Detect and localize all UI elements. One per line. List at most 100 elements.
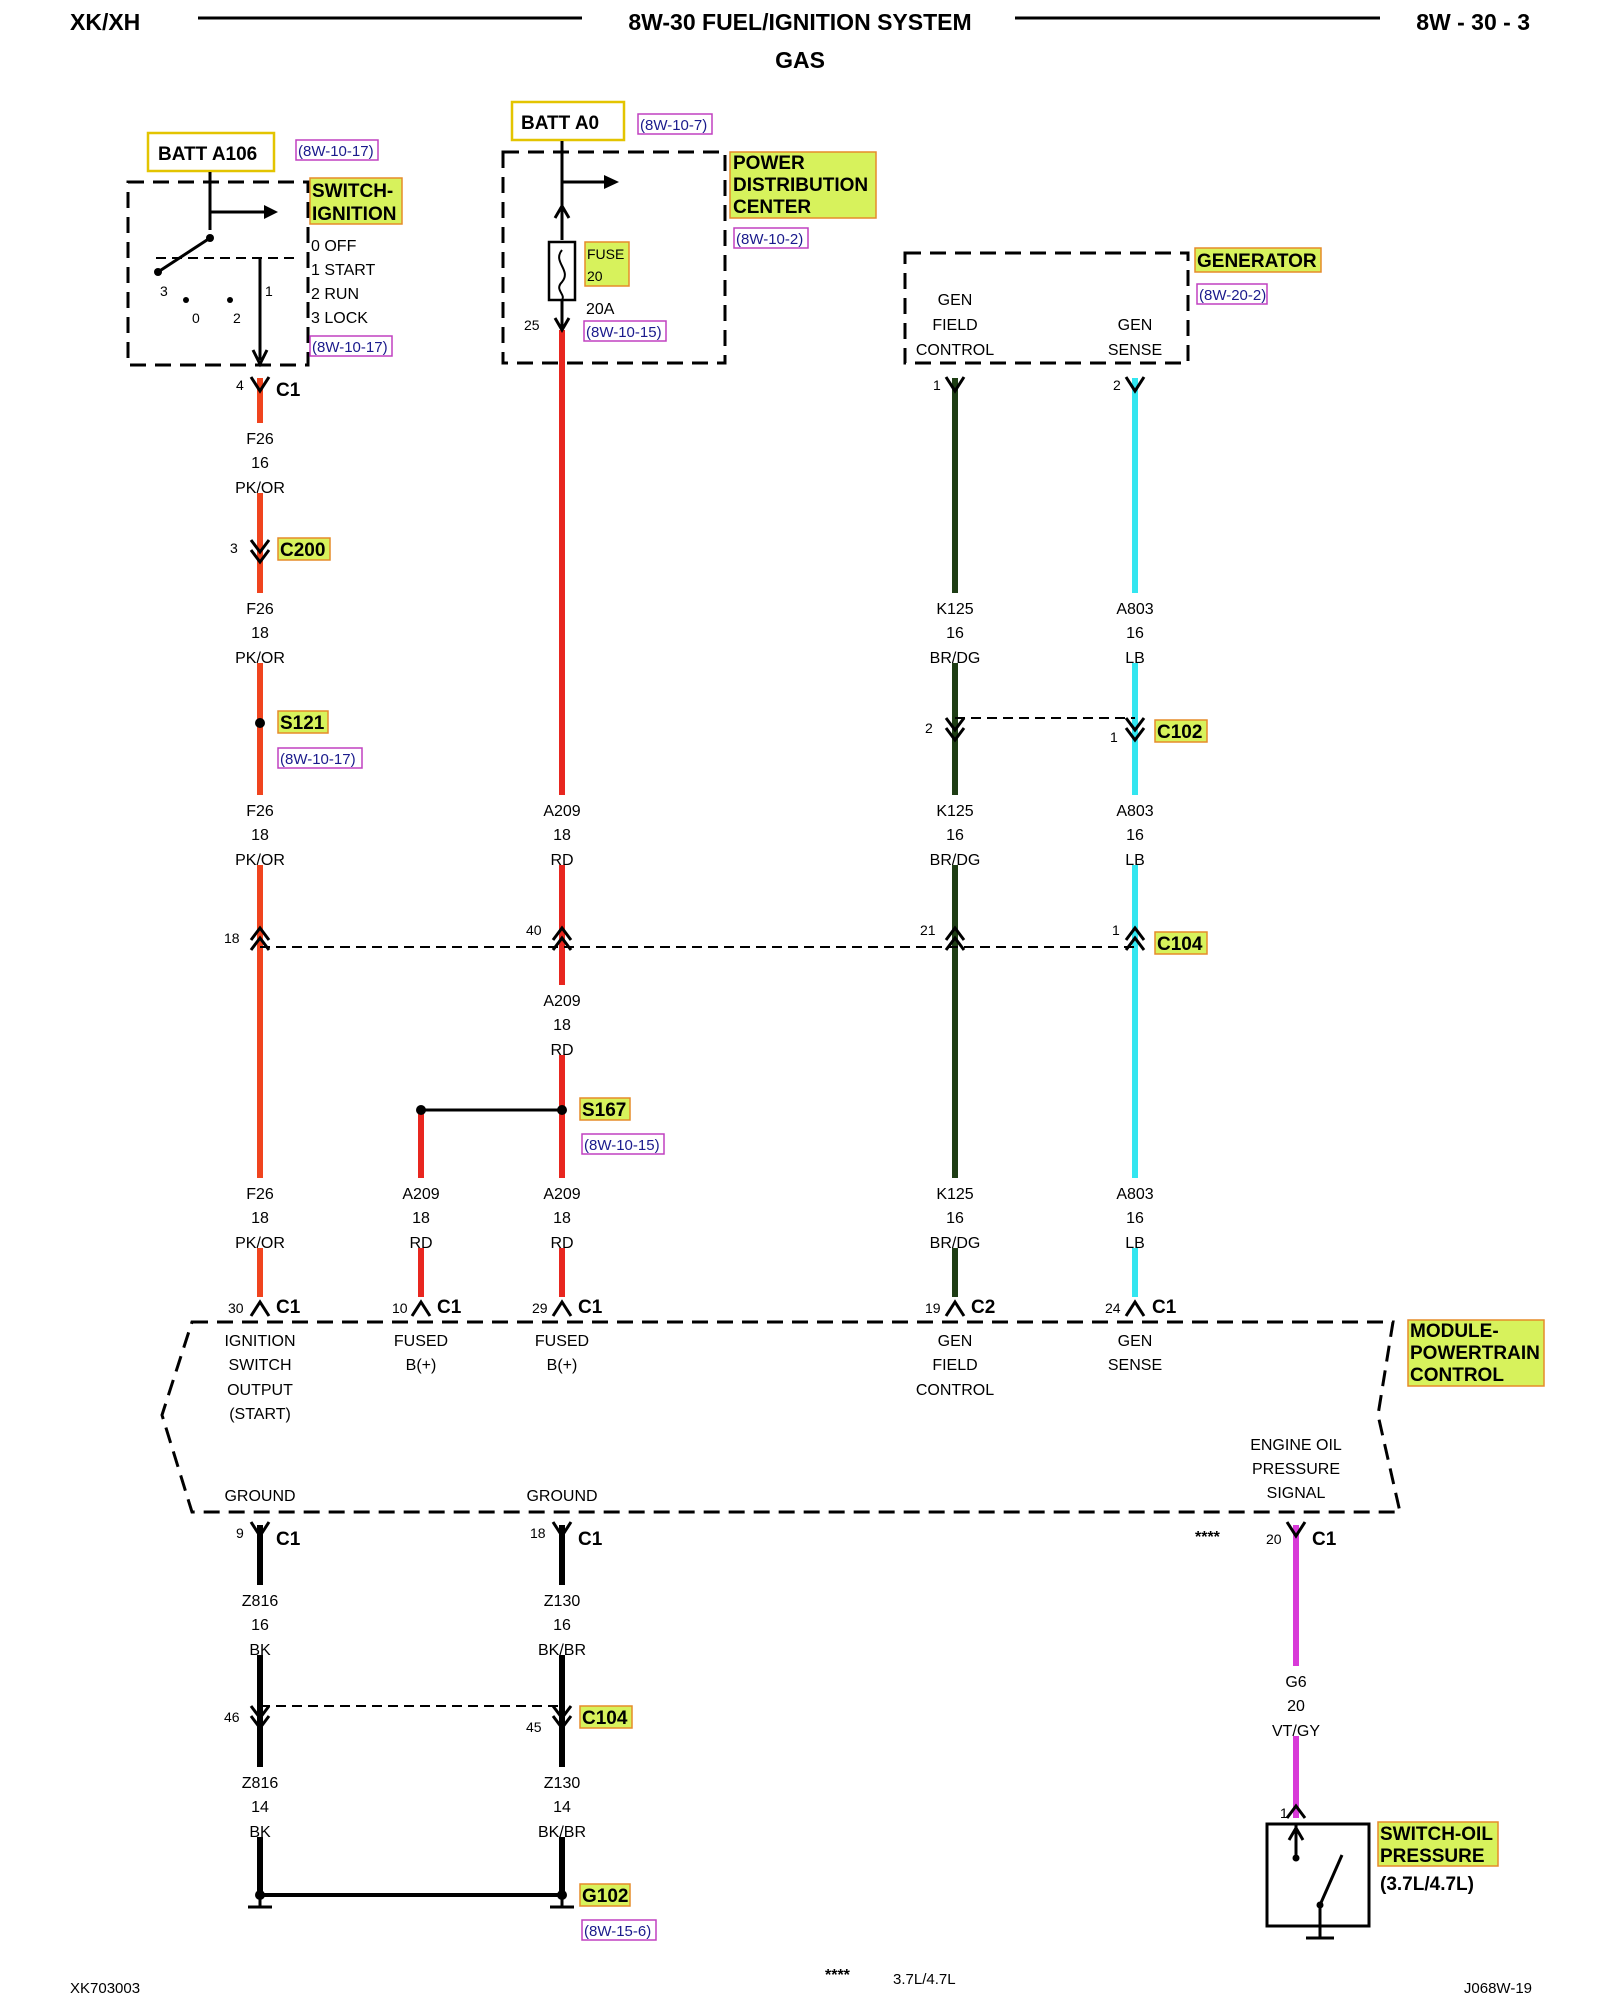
z130-2-color: BK/BR	[538, 1824, 586, 1841]
module-powertrain-control: MODULE- POWERTRAIN CONTROL IGNITION SWIT…	[160, 1319, 1545, 1514]
fuse-ref[interactable]: (8W-10-15)	[586, 324, 662, 341]
a209-2-color: RD	[550, 1042, 573, 1059]
oil-switch-pin: 1	[1280, 1805, 1288, 1821]
pcm-c1-b: C1	[437, 1297, 462, 1318]
switch-ignition-name-1: SWITCH-	[312, 181, 393, 202]
pcm-pin-18: 18	[530, 1525, 546, 1541]
f26-4-circuit: F26	[246, 1186, 274, 1203]
f26-4-color: PK/OR	[235, 1235, 285, 1252]
pcm-fused1-1: FUSED	[394, 1333, 448, 1350]
f26-1-circuit: F26	[246, 431, 274, 448]
s121-ref[interactable]: (8W-10-17)	[280, 751, 356, 768]
switch-dial-3: 3	[160, 283, 168, 299]
c102-pin-b: 1	[1110, 729, 1118, 745]
power-distribution-center: BATT A0 (8W-10-7) FUSE 20 20A 25 (8W-10-…	[501, 100, 877, 365]
a209-1-circuit: A209	[543, 803, 580, 820]
pcm-c1-d: C1	[1152, 1297, 1177, 1318]
pcm-pin-30: 30	[228, 1300, 244, 1316]
f26-4-gauge: 18	[251, 1210, 269, 1227]
fuse-amperage: 20A	[586, 301, 615, 318]
pcm-oil-1: ENGINE OIL	[1250, 1437, 1342, 1454]
pcm-ground-2: GROUND	[526, 1488, 597, 1505]
a209-4-circuit: A209	[543, 1186, 580, 1203]
a803-1-gauge: 16	[1126, 625, 1144, 642]
k125-1-color: BR/DG	[930, 650, 981, 667]
pcm-fused2-1: FUSED	[535, 1333, 589, 1350]
label-masks	[228, 423, 1330, 1837]
batt-a106-box	[146, 131, 276, 173]
pcm-c1-f: C1	[578, 1529, 603, 1550]
connector-c104-upper: 18 40 21 1 C104	[224, 922, 1208, 955]
connector-c102: 2 1 C102	[925, 717, 1208, 745]
f26-3-gauge: 18	[251, 827, 269, 844]
switch-dial-1: 1	[265, 283, 273, 299]
c104-pin-1: 1	[1112, 922, 1120, 938]
z130-1-color: BK/BR	[538, 1642, 586, 1659]
generator-ref[interactable]: (8W-20-2)	[1199, 287, 1266, 304]
a803-2-circuit: A803	[1116, 803, 1153, 820]
batt-a106-ref[interactable]: (8W-10-17)	[298, 143, 374, 160]
switch-dial-0: 0	[192, 310, 200, 326]
pcm-ign-4: (START)	[229, 1406, 291, 1423]
generator: GEN FIELD CONTROL GEN SENSE GENERATOR (8…	[903, 247, 1322, 365]
batt-a106-label: BATT A106	[158, 144, 257, 165]
pcm-top-connectors: 30 C1 10 C1 29 C1 19 C2 24 C1	[228, 1297, 1177, 1318]
a209-1-color: RD	[550, 852, 573, 869]
k125-3-circuit: K125	[936, 1186, 973, 1203]
splice-s167: S167 (8W-10-15)	[416, 1097, 665, 1155]
switch-oil-pressure: 1 SWITCH-OIL PRESSURE (3.7L/4.7L)	[1265, 1803, 1499, 1940]
switch-pos-2: 2 RUN	[311, 286, 359, 303]
c104-pin-46: 46	[224, 1709, 240, 1725]
fuse-20-symbol	[547, 240, 577, 302]
z816-1-color: BK	[249, 1642, 271, 1659]
g102-ref[interactable]: (8W-15-6)	[584, 1923, 651, 1940]
a209-2-circuit: A209	[543, 993, 580, 1010]
batt-a0-ref[interactable]: (8W-10-7)	[640, 117, 707, 134]
pcm-genfield-2: FIELD	[932, 1357, 977, 1374]
g6-gauge: 20	[1287, 1698, 1305, 1715]
c104-lower-name: C104	[582, 1708, 628, 1729]
a209-1-gauge: 18	[553, 827, 571, 844]
pcm-ground-1: GROUND	[224, 1488, 295, 1505]
a803-2-color: LB	[1125, 852, 1145, 869]
a803-2-gauge: 16	[1126, 827, 1144, 844]
pcm-c1-a: C1	[276, 1297, 301, 1318]
f26-1-gauge: 16	[251, 455, 269, 472]
sw-c1-pin: 4	[236, 377, 244, 393]
c102-pin-a: 2	[925, 720, 933, 736]
fuse-label-1: FUSE	[587, 246, 624, 262]
f26-2-color: PK/OR	[235, 650, 285, 667]
gen-sense-2: SENSE	[1108, 342, 1162, 359]
header-title: 8W-30 FUEL/IGNITION SYSTEM	[628, 9, 971, 35]
k125-2-gauge: 16	[946, 827, 964, 844]
pcm-gensense-2: SENSE	[1108, 1357, 1162, 1374]
ground-g102: G102 (8W-15-6)	[248, 1883, 657, 1941]
c102-name: C102	[1157, 722, 1202, 743]
switch-dial-2: 2	[233, 310, 241, 326]
c200-pin: 3	[230, 540, 238, 556]
pdc-ref[interactable]: (8W-10-2)	[736, 231, 803, 248]
pcm-gensense-1: GEN	[1118, 1333, 1153, 1350]
pcm-bottom-connectors: 9 C1 18 C1 **** 20 C1	[236, 1521, 1337, 1550]
pcm-pin-10: 10	[392, 1300, 408, 1316]
gen-pin-2: 2	[1113, 377, 1121, 393]
s167-name: S167	[582, 1100, 626, 1121]
pcm-name-2: POWERTRAIN	[1410, 1343, 1540, 1364]
a209-3-color: RD	[409, 1235, 432, 1252]
z816-1-circuit: Z816	[242, 1593, 279, 1610]
switch-ignition-ref[interactable]: (8W-10-17)	[312, 339, 388, 356]
splice-s121: S121 (8W-10-17)	[255, 710, 363, 769]
oil-switch-name-1: SWITCH-OIL	[1380, 1824, 1493, 1845]
pcm-ign-2: SWITCH	[228, 1357, 291, 1374]
s167-ref[interactable]: (8W-10-15)	[584, 1137, 660, 1154]
a209-4-gauge: 18	[553, 1210, 571, 1227]
footer-right: J068W-19	[1464, 1980, 1532, 1997]
batt-a0-box	[510, 100, 626, 142]
switch-ignition-contact	[157, 236, 211, 274]
pdc-box	[501, 150, 727, 365]
k125-2-color: BR/DG	[930, 852, 981, 869]
top-connectors: 4 C1 1 2	[236, 376, 1146, 401]
z130-1-circuit: Z130	[544, 1593, 581, 1610]
pcm-fused1-2: B(+)	[406, 1357, 437, 1374]
